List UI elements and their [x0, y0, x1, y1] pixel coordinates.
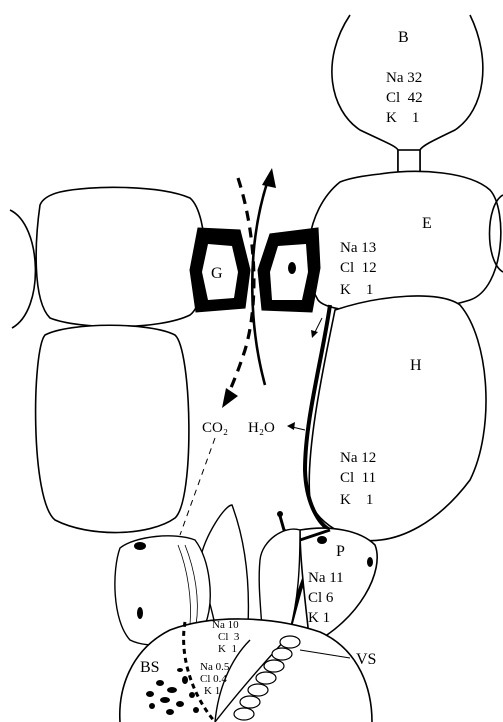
h2o-arrowhead	[262, 168, 276, 188]
pointed-cell-right	[259, 529, 300, 630]
b-ion-cl: Cl 42	[386, 90, 423, 106]
label-b: B	[398, 29, 409, 46]
cell-p-nucleus	[317, 536, 327, 544]
h2o-label: H₂O	[248, 420, 275, 436]
label-vs: VS	[356, 651, 376, 668]
b-ion-na: Na 32	[386, 70, 422, 86]
bladder-stalk	[398, 150, 420, 172]
left-edge-cell	[10, 210, 35, 328]
upper-small-na: Na 10	[212, 619, 239, 631]
label-h: H	[410, 357, 422, 374]
h-ion-cl: Cl 11	[340, 470, 376, 486]
p-ion-k: K 1	[308, 610, 330, 626]
e-ion-cl: Cl 12	[340, 260, 377, 276]
upper-small-k: K 1	[218, 643, 237, 655]
e-ion-k: K 1	[340, 282, 373, 298]
h-ion-na: Na 12	[340, 450, 376, 466]
h-ion-k: K 1	[340, 492, 373, 508]
lower-small-cl: Cl 0.4	[200, 673, 227, 685]
label-p: P	[336, 543, 345, 560]
left-middle-cell	[36, 325, 189, 532]
co2-label: CO₂	[202, 420, 228, 436]
co2-arrowhead	[222, 388, 238, 408]
b-ion-k: K 1	[386, 110, 419, 126]
label-bs: BS	[140, 659, 160, 676]
epidermal-cell-outline	[308, 171, 501, 312]
guard-cell-nucleus	[288, 262, 296, 274]
e-ion-na: Na 13	[340, 240, 376, 256]
label-g: G	[211, 265, 223, 282]
p-ion-cl: Cl 6	[308, 590, 334, 606]
label-e: E	[422, 215, 432, 232]
upper-small-cl: Cl 3	[218, 631, 240, 643]
cell-h-outline	[309, 296, 486, 541]
cell-p-nucleus-2	[367, 557, 373, 567]
lower-small-k: K 1	[204, 685, 220, 697]
lower-small-na: Na 0.5	[200, 661, 230, 673]
p-ion-na: Na 11	[308, 570, 344, 586]
left-top-cell	[36, 187, 205, 326]
